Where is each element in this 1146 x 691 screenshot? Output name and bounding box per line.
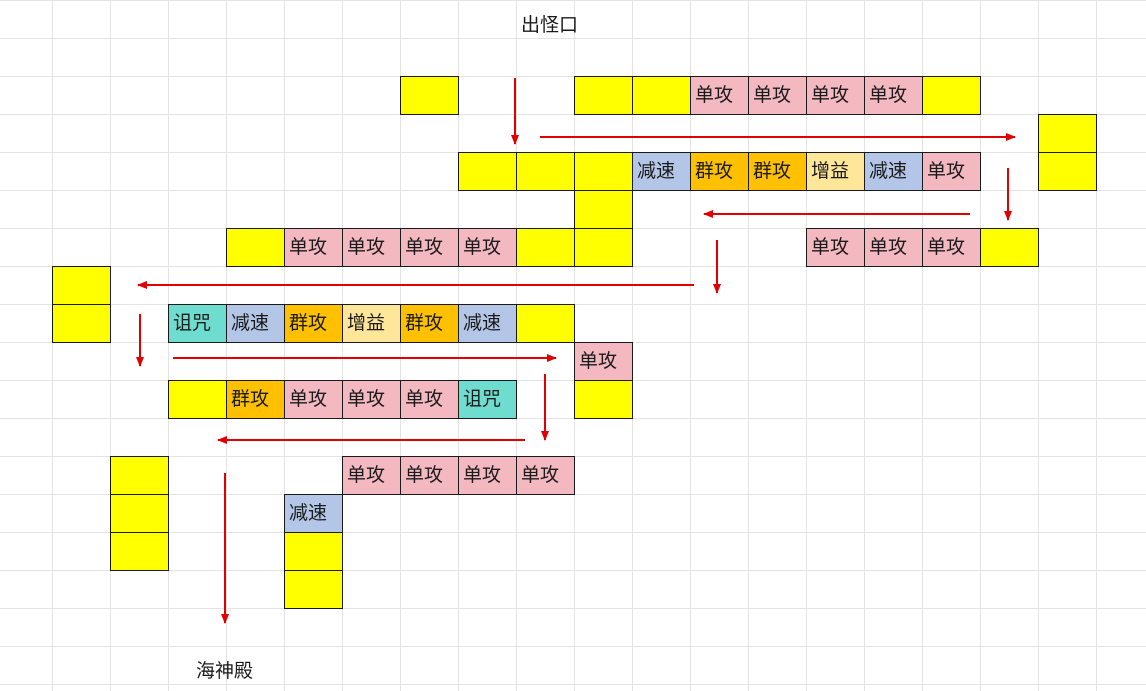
tower-cell-single: 单攻: [342, 380, 401, 419]
tower-cell-single: 单攻: [922, 152, 981, 191]
tower-cell-empty: [168, 380, 227, 419]
tower-cell-single: 单攻: [806, 76, 865, 115]
tower-cell-empty: [516, 228, 575, 267]
tower-cell-empty: [458, 152, 517, 191]
tower-cell-group: 群攻: [690, 152, 749, 191]
tower-cell-group: 群攻: [226, 380, 285, 419]
tower-cell-slow: 减速: [632, 152, 691, 191]
temple-label: 海神殿: [196, 660, 254, 682]
tower-cell-empty: [284, 532, 343, 571]
tower-cell-single: 单攻: [284, 228, 343, 267]
tower-cell-single: 单攻: [342, 456, 401, 495]
tower-cell-empty: [284, 570, 343, 609]
tower-cell-empty: [110, 494, 169, 533]
tower-cell-empty: [226, 228, 285, 267]
tower-cell-single: 单攻: [400, 456, 459, 495]
tower-cell-empty: [1038, 114, 1097, 153]
tower-cell-empty: [52, 304, 111, 343]
tower-cell-empty: [922, 76, 981, 115]
tower-cell-empty: [574, 76, 633, 115]
tower-cell-curse: 诅咒: [458, 380, 517, 419]
tower-cell-empty: [110, 456, 169, 495]
tower-cell-buff: 增益: [806, 152, 865, 191]
tower-cell-slow: 减速: [284, 494, 343, 533]
tower-cell-empty: [516, 304, 575, 343]
tower-cell-curse: 诅咒: [168, 304, 227, 343]
tower-cell-buff: 增益: [342, 304, 401, 343]
tower-cell-slow: 减速: [226, 304, 285, 343]
tower-cell-single: 单攻: [458, 456, 517, 495]
tower-cell-empty: [400, 76, 459, 115]
tower-cell-empty: [110, 532, 169, 571]
tower-cell-empty: [980, 228, 1039, 267]
tower-cell-group: 群攻: [284, 304, 343, 343]
tower-cell-empty: [1038, 152, 1097, 191]
tower-cell-empty: [632, 76, 691, 115]
tower-cell-empty: [574, 380, 633, 419]
monster-exit-label: 出怪口: [521, 14, 579, 36]
tower-cell-slow: 减速: [864, 152, 923, 191]
tower-cell-empty: [574, 190, 633, 229]
tower-cell-single: 单攻: [806, 228, 865, 267]
tower-cell-single: 单攻: [574, 342, 633, 381]
tower-cell-empty: [574, 228, 633, 267]
tower-cell-single: 单攻: [864, 228, 923, 267]
tower-cell-single: 单攻: [284, 380, 343, 419]
tower-cell-single: 单攻: [400, 228, 459, 267]
tower-cell-single: 单攻: [516, 456, 575, 495]
tower-cell-slow: 减速: [458, 304, 517, 343]
tower-cell-single: 单攻: [458, 228, 517, 267]
tower-cell-single: 单攻: [922, 228, 981, 267]
tower-cell-group: 群攻: [748, 152, 807, 191]
